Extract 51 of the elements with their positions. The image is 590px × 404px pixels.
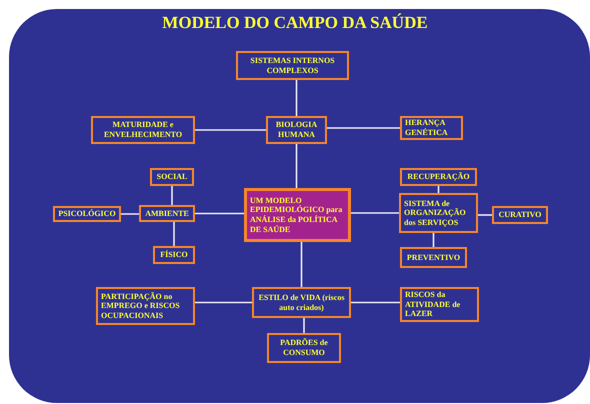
box-label: SISTEMAS INTERNOS COMPLEXOS [249,56,336,76]
connector-line [195,212,244,214]
connector-line [351,302,400,304]
topic-box [91,116,195,144]
topic-box [400,247,467,268]
topic-box [252,287,351,318]
box-label: AMBIENTE [145,208,189,218]
connector-line [351,212,399,214]
box-label: CURATIVO [498,210,542,220]
box-label: PARTICIPAÇÃO no EMPREGO e RISCOS OCUPACIONAIS [101,292,181,320]
box-label: PREVENTIVO [406,252,460,262]
connector-line [296,80,298,116]
box-label: BIOLOGIA HUMANA [274,120,318,140]
connector-line [195,129,266,131]
box-label: FÍSICO [160,250,188,260]
topic-box [492,206,548,224]
connector-line [173,222,175,246]
connector-line [195,302,252,304]
topic-box [399,193,478,233]
topic-box [53,206,121,222]
connector-line [438,186,440,193]
connector-line [296,144,298,188]
connector-line [303,318,305,333]
diagram-title: MODELO DO CAMPO DA SAÚDE [161,13,429,33]
topic-box [150,168,194,186]
topic-box [267,333,341,363]
topic-box [400,116,463,140]
box-label: PADRÕES de CONSUMO [279,338,329,358]
connector-line [300,242,302,287]
box-label: SISTEMA de ORGANIZAÇÃO dos SERVIÇOS [404,198,467,228]
box-label: MATURIDADE e ENVELHECIMENTO [102,120,184,140]
box-label: RECUPERAÇÃO [407,172,470,182]
central-box [244,188,351,242]
topic-box [96,287,195,325]
connector-line [121,213,139,215]
connector-line [432,233,434,247]
connector-line [171,186,173,205]
connector-line [478,214,492,216]
box-label: RISCOS da ATIVIDADE de LAZER [405,290,462,319]
topic-box [153,246,195,264]
box-label: ESTILO de VIDA (riscos auto criados) [258,292,346,312]
topic-box [400,168,477,186]
topic-box [400,287,479,322]
box-label: SOCIAL [156,172,188,182]
box-label: PSICOLÓGICO [58,209,116,219]
box-label: HERANÇA GENÉTICA [405,118,449,138]
topic-box [139,205,195,222]
topic-box [266,116,327,144]
box-label: UM MODELO EPIDEMIOLÓGICO para ANÁLISE da POLÍTICA DE SAÚDE [250,196,344,234]
topic-box [236,51,349,80]
connector-line [327,127,400,129]
